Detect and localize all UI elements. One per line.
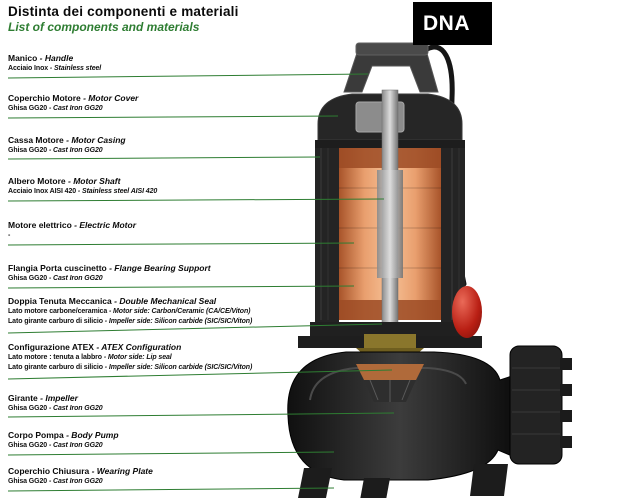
component-name: Coperchio Motore - Motor Cover <box>8 93 139 103</box>
component-item-impeller: Girante - Impeller Ghisa GG20 - Cast Iro… <box>8 393 298 414</box>
leader-line-electric-motor <box>7 242 355 246</box>
support-legs-shape <box>298 464 508 498</box>
component-item-body-pump: Corpo Pompa - Body Pump Ghisa GG20 - Cas… <box>8 430 298 451</box>
motor-shaft-shape <box>377 89 403 343</box>
float-switch-shape <box>452 286 482 338</box>
leader-line-atex <box>7 369 393 380</box>
impeller-shape <box>356 364 424 402</box>
component-name: Manico - Handle <box>8 53 74 63</box>
component-material: Ghisa GG20 - Cast Iron GG20 <box>8 405 103 412</box>
component-name: Coperchio Chiusura - Wearing Plate <box>8 466 153 476</box>
component-item-electric-motor: Motore elettrico - Electric Motor - <box>8 220 298 241</box>
pump-handle-shape <box>343 42 439 93</box>
component-name: Motore elettrico - Electric Motor <box>8 220 137 230</box>
discharge-flange-shape <box>509 345 572 465</box>
component-item-wearing-plate: Coperchio Chiusura - Wearing Plate Ghisa… <box>8 466 298 487</box>
pump-illustration <box>287 42 572 498</box>
leader-line-motor-casing <box>7 156 321 160</box>
leader-line-bearing-flange <box>7 285 355 289</box>
bearing-flange-shape <box>310 322 470 336</box>
leader-line-body-pump <box>7 451 335 456</box>
component-name: Girante - Impeller <box>8 393 78 403</box>
component-item-mechanical-seal: Doppia Tenuta Meccanica - Double Mechani… <box>8 296 298 326</box>
component-item-handle: Manico - Handle Acciaio Inox - Stainless… <box>8 53 298 74</box>
component-name: Flangia Porta cuscinetto - Flange Bearin… <box>8 263 211 273</box>
page-subtitle: List of components and materials <box>8 20 200 34</box>
component-material: Ghisa GG20 - Cast Iron GG20 <box>8 105 103 112</box>
component-material: Lato girante carburo di silicio - Impell… <box>8 363 253 371</box>
leader-line-impeller <box>7 412 395 418</box>
component-material: Ghisa GG20 - Cast Iron GG20 <box>8 147 103 154</box>
component-material: Lato motore : tenuta a labbro - Motor si… <box>8 354 172 361</box>
component-material: Acciaio Inox - Stainless steel <box>8 65 102 72</box>
component-name: Cassa Motore - Motor Casing <box>8 135 126 145</box>
component-material: Lato girante carburo di silicio - Impell… <box>8 317 253 325</box>
component-material: Ghisa GG20 - Cast Iron GG20 <box>8 442 103 449</box>
component-name: Albero Motore - Motor Shaft <box>8 176 121 186</box>
page-header: Distinta dei componenti e materiali List… <box>8 4 239 34</box>
leader-line-motor-shaft <box>7 198 385 202</box>
leader-line-mechanical-seal <box>7 323 383 334</box>
leader-line-motor-cover <box>7 115 339 119</box>
component-item-bearing-flange: Flangia Porta cuscinetto - Flange Bearin… <box>8 263 298 284</box>
component-material: Ghisa GG20 - Cast Iron GG20 <box>8 478 103 485</box>
component-item-motor-cover: Coperchio Motore - Motor Cover Ghisa GG2… <box>8 93 298 114</box>
component-material: Acciaio Inox AISI 420 - Stainless steel … <box>8 188 158 195</box>
component-item-atex: Configurazione ATEX - ATEX Configuration… <box>8 342 298 372</box>
page-title: Distinta dei componenti e materiali <box>8 4 239 19</box>
pump-body-volute-shape <box>287 345 572 481</box>
component-item-motor-shaft: Albero Motore - Motor Shaft Acciaio Inox… <box>8 176 298 197</box>
model-badge: DNA <box>413 2 492 45</box>
component-material: - <box>8 232 11 239</box>
component-material: Ghisa GG20 - Cast Iron GG20 <box>8 275 103 282</box>
component-name: Configurazione ATEX - ATEX Configuration <box>8 342 182 352</box>
component-name: Corpo Pompa - Body Pump <box>8 430 119 440</box>
component-material: Lato motore carbone/ceramica - Motor sid… <box>8 308 251 315</box>
leader-line-handle <box>7 73 369 79</box>
component-name: Doppia Tenuta Meccanica - Double Mechani… <box>8 296 217 306</box>
leader-line-wearing-plate <box>7 487 335 492</box>
component-item-motor-casing: Cassa Motore - Motor Casing Ghisa GG20 -… <box>8 135 298 156</box>
